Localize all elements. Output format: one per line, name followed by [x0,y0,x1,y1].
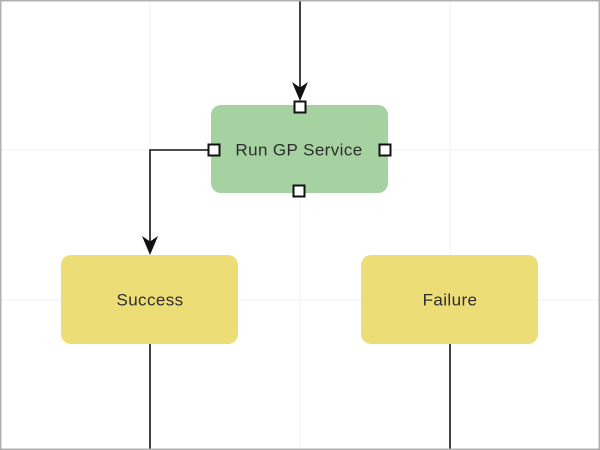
selection-handles-run-gp-service [207,100,392,198]
node-label-success: Success [116,291,183,310]
connector-top-into-run-gp-service[interactable] [292,0,308,101]
connection-handle-top[interactable] [293,100,307,114]
node-run-gp-service[interactable] [211,105,388,193]
connector-line[interactable] [149,149,212,242]
connection-handle-left[interactable] [207,143,221,157]
node-label-run-gp-service: Run GP Service [235,141,362,160]
arrowhead-icon [142,236,158,255]
arrowhead-icon [292,82,308,101]
node-label-failure: Failure [423,291,478,310]
connector-run-gp-service-to-success[interactable] [142,149,212,255]
connection-handle-right[interactable] [378,143,392,157]
node-success[interactable] [61,255,238,344]
node-failure[interactable] [361,255,538,344]
connection-handle-bottom[interactable] [292,184,306,198]
